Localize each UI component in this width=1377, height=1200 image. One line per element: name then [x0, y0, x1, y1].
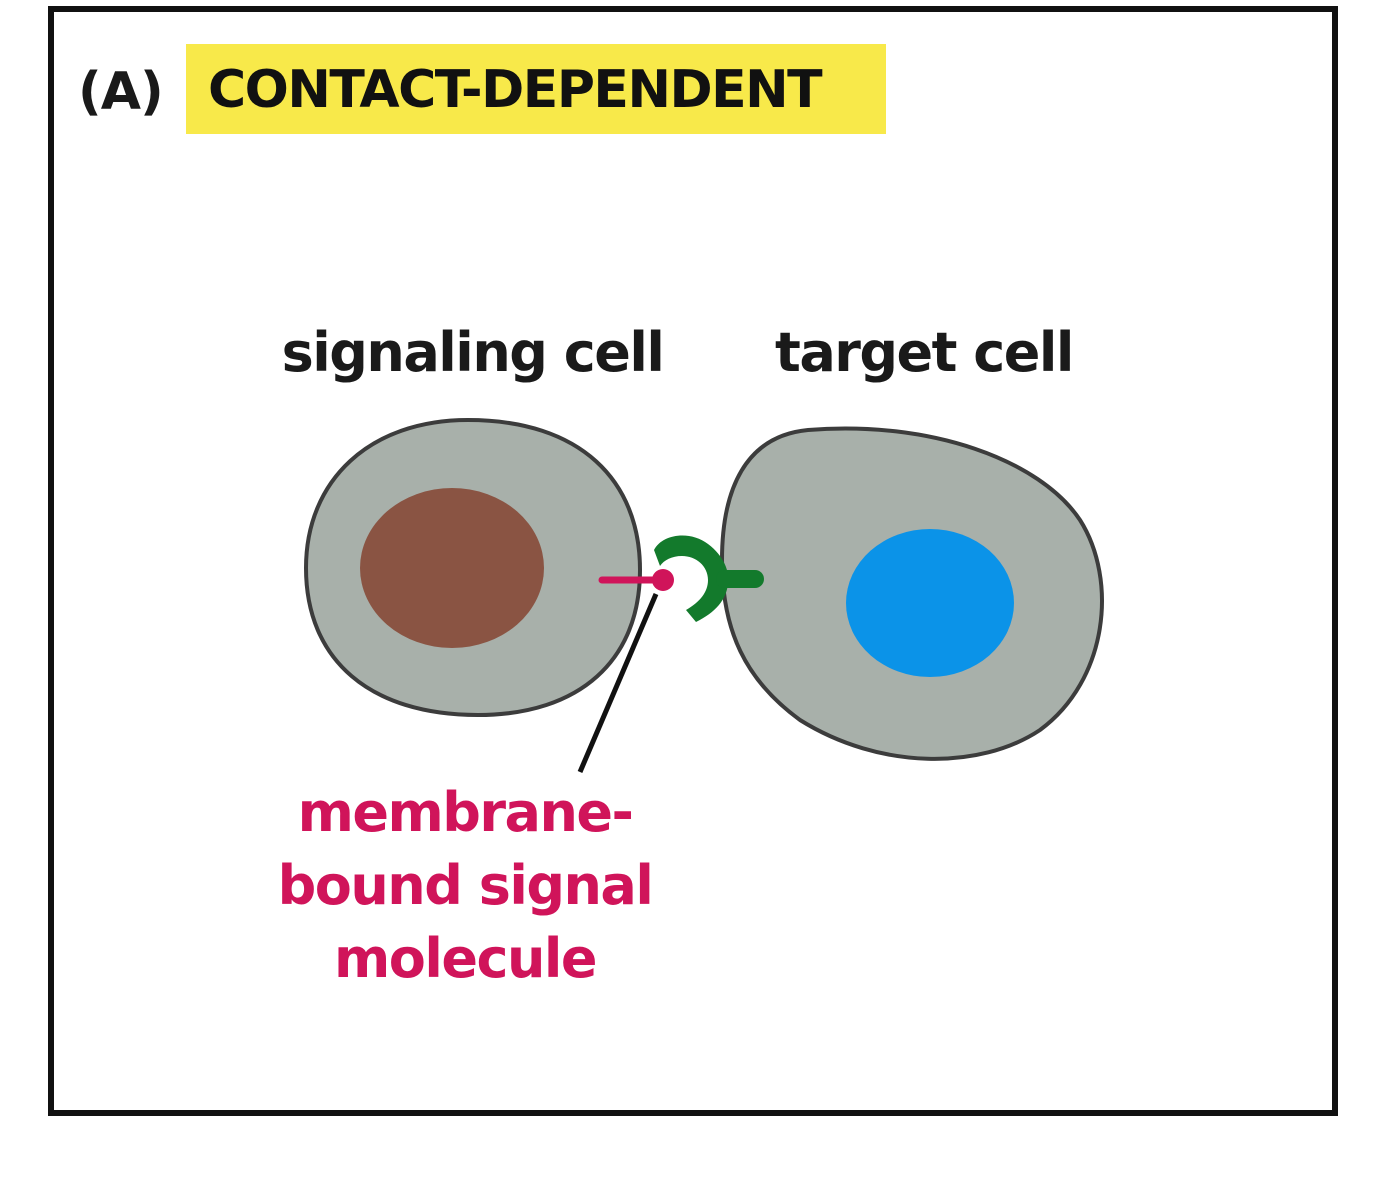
target-cell-nucleus [846, 529, 1014, 677]
signaling-cell-label: signaling cell [281, 321, 665, 384]
figure-frame [48, 6, 1338, 1116]
signal-molecule-label: membrane- bound signal molecule [255, 776, 675, 995]
signal-molecule-head [652, 569, 674, 591]
receptor-cup [654, 535, 729, 622]
signal-pointer-line [577, 593, 659, 773]
signal-label-line-3: molecule [333, 927, 598, 990]
receptor-stem [716, 570, 764, 588]
target-cell-label: target cell [775, 321, 1074, 384]
panel-letter: (A) [78, 62, 164, 122]
membrane-bound-ligand-icon [598, 569, 674, 591]
signaling-cell-nucleus [360, 488, 544, 648]
signal-label-line-2: bound signal [277, 854, 654, 917]
signal-label-line-1: membrane- [297, 781, 634, 844]
receptor-icon [654, 535, 764, 622]
panel-title: CONTACT-DEPENDENT [186, 44, 886, 134]
